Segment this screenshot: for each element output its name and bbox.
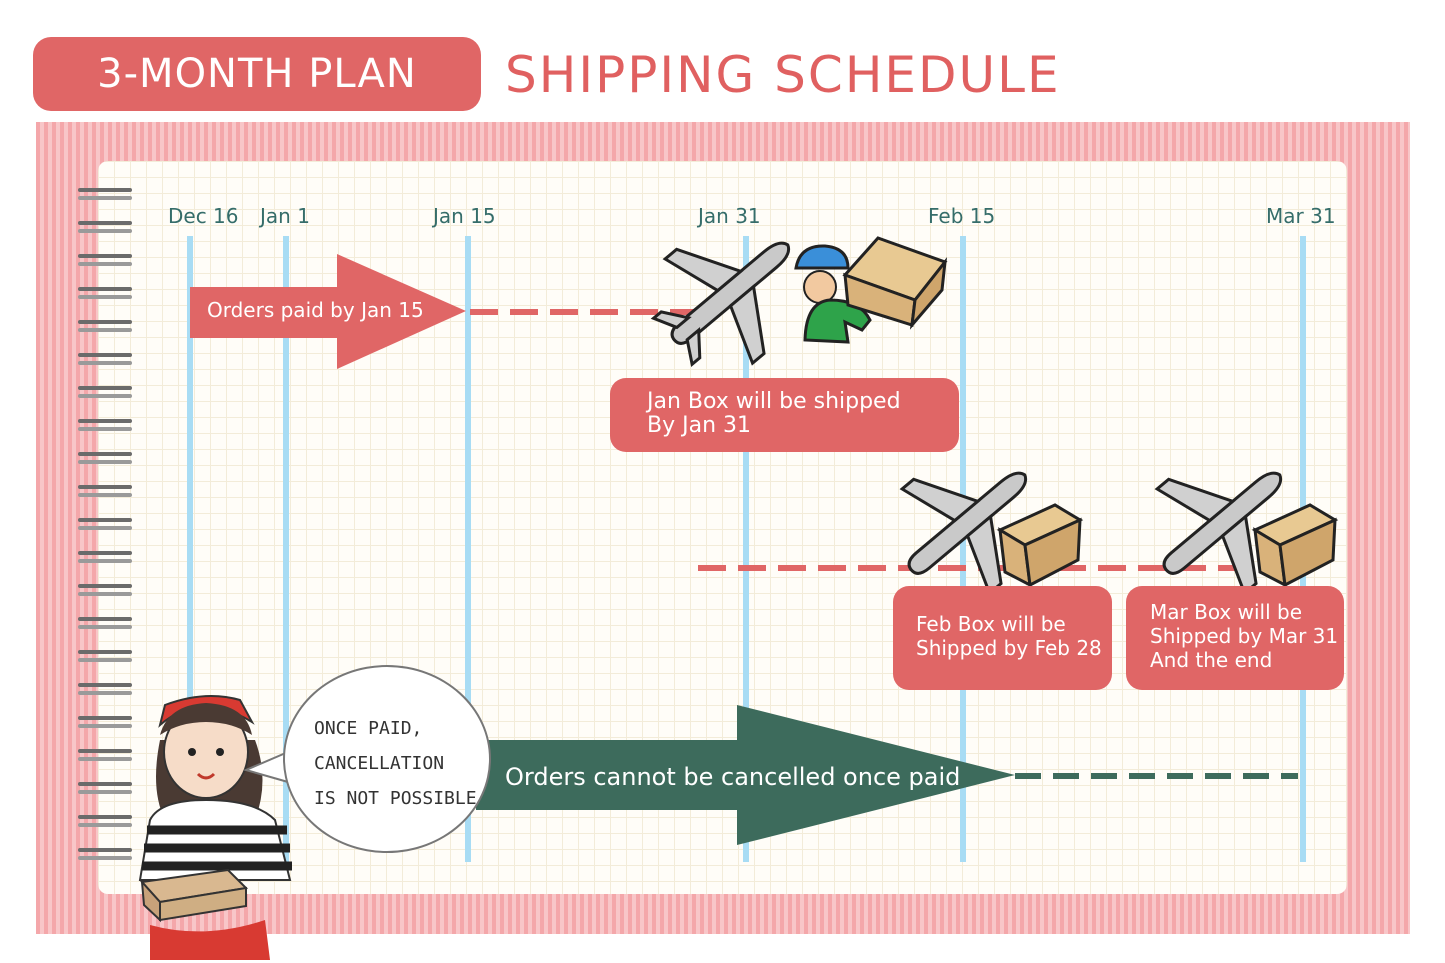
mar-box-line-1: Mar Box will be — [1150, 600, 1303, 624]
delivery-person-icon — [794, 244, 872, 344]
date-label-jan1: Jan 1 — [260, 204, 310, 228]
feb-box-line-2: Shipped by Feb 28 — [916, 636, 1102, 660]
plan-badge-label: 3-MONTH PLAN — [97, 51, 417, 97]
jan-box-note: Jan Box will be shipped By Jan 31 — [610, 378, 959, 452]
airplane-icon — [899, 471, 1028, 596]
date-label-feb15: Feb 15 — [928, 204, 996, 228]
mar-box-line-2: Shipped by Mar 31 — [1150, 624, 1339, 648]
speech-line-3: IS NOT POSSIBLE — [314, 788, 477, 809]
cannot-cancel-label: Orders cannot be cancelled once paid — [505, 763, 961, 791]
speech-line-2: CANCELLATION — [314, 753, 445, 774]
cardboard-box-icon — [996, 503, 1084, 588]
speech-line-1: ONCE PAID, — [314, 718, 423, 739]
timeline-line-jan1 — [283, 236, 289, 862]
airplane-icon — [650, 241, 791, 368]
timeline-line-feb15 — [960, 236, 966, 862]
orders-paid-label: Orders paid by Jan 15 — [207, 298, 424, 322]
cardboard-box-icon — [1251, 503, 1339, 588]
cannot-cancel-arrow — [476, 705, 1015, 845]
timeline-line-dec16 — [187, 236, 193, 862]
date-label-jan31: Jan 31 — [698, 204, 761, 228]
jan-box-line-2: By Jan 31 — [647, 413, 752, 438]
airplane-icon — [1154, 471, 1283, 596]
plan-badge: 3-MONTH PLAN — [33, 37, 481, 111]
date-label-jan15: Jan 15 — [433, 204, 496, 228]
orders-paid-arrow — [190, 254, 466, 369]
timeline-line-jan31 — [743, 236, 749, 862]
mar-box-line-3: And the end — [1150, 648, 1273, 672]
speech-bubble — [283, 665, 491, 853]
page-title: SHIPPING SCHEDULE — [505, 46, 1061, 104]
feb-box-line-1: Feb Box will be — [916, 612, 1066, 636]
speech-bubble-text: ONCE PAID, CANCELLATION IS NOT POSSIBLE — [314, 711, 477, 816]
jan-box-line-1: Jan Box will be shipped — [647, 389, 901, 414]
mar-box-note: Mar Box will be Shipped by Mar 31 And th… — [1126, 586, 1344, 690]
feb-box-note: Feb Box will be Shipped by Feb 28 — [893, 586, 1112, 690]
timeline-line-jan15 — [465, 236, 471, 862]
date-label-mar31: Mar 31 — [1266, 204, 1336, 228]
woman-holding-box-illustration — [138, 695, 292, 960]
date-label-dec16: Dec 16 — [168, 204, 239, 228]
cardboard-box-icon — [842, 236, 948, 330]
